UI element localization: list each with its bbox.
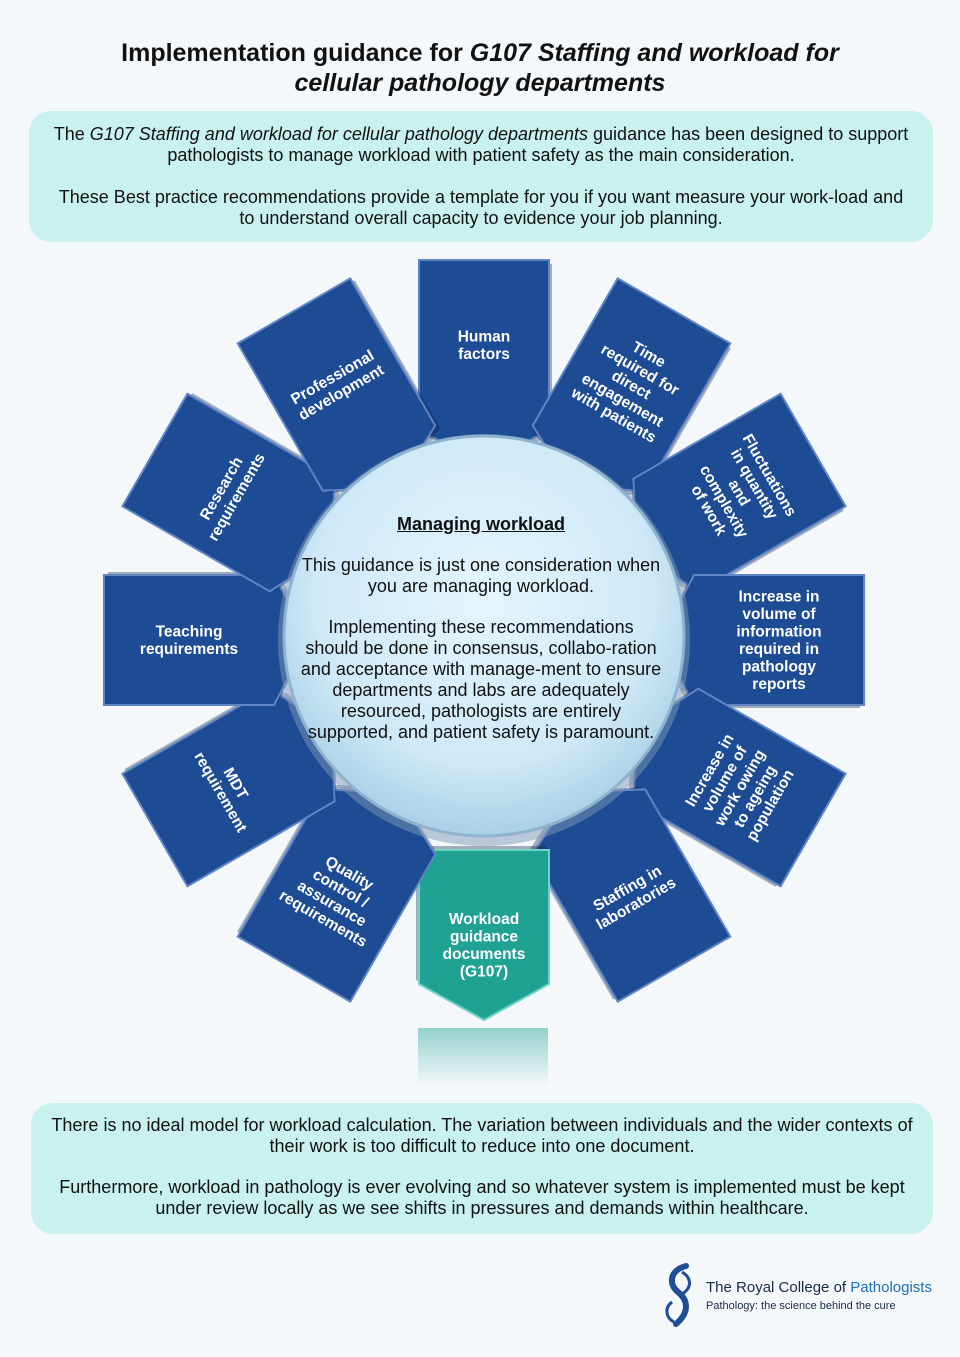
- closing-panel: There is no ideal model for workload cal…: [31, 1103, 933, 1234]
- center-circle: [282, 434, 686, 838]
- segment-label-line: pathology: [742, 659, 816, 676]
- segment-label-line: factors: [458, 346, 510, 363]
- closing-paragraph-2: Furthermore, workload in pathology is ev…: [59, 1177, 905, 1218]
- title-line2: cellular pathology departments: [294, 69, 666, 97]
- logo-brand-prefix: The Royal College of: [706, 1279, 851, 1296]
- segment-label-line: guidance: [450, 929, 518, 946]
- closing-paragraph-1: There is no ideal model for workload cal…: [51, 1115, 913, 1156]
- segment-workload-guidance: [416, 846, 550, 1022]
- segment-label-line: volume of: [742, 606, 816, 623]
- segment-label-line: required in: [739, 641, 819, 658]
- segment-teaching: [103, 572, 312, 706]
- intro-p1-before: The: [53, 124, 90, 144]
- logo-tagline: Pathology: the science behind the cure: [706, 1300, 896, 1312]
- rcpath-logo: The Royal College of Pathologists Pathol…: [660, 1262, 940, 1332]
- intro-paragraph-2: These Best practice recommendations prov…: [58, 187, 904, 228]
- segment-label-line: Teaching: [156, 624, 223, 641]
- segment-label-line: requirements: [140, 641, 238, 658]
- logo-brand: The Royal College of Pathologists: [706, 1279, 932, 1296]
- center-paragraph-1: This guidance is just one consideration …: [301, 555, 661, 596]
- segment-shape: [418, 849, 550, 1022]
- center-paragraph-2: Implementing these recommendations shoul…: [300, 617, 662, 742]
- segment-label-line: (G107): [460, 964, 508, 981]
- highlight-reflection: [418, 1028, 548, 1086]
- intro-paragraph-1: The G107 Staffing and workload for cellu…: [49, 124, 913, 166]
- center-text: Managing workload This guidance is just …: [300, 514, 662, 763]
- segment-label-line: Human: [458, 329, 511, 346]
- intro-p1-italic: G107 Staffing and workload for cellular …: [89, 124, 589, 144]
- segment-label-line: Increase in: [739, 589, 820, 606]
- title-part1: Implementation guidance for: [121, 39, 470, 67]
- intro-panel: The G107 Staffing and workload for cellu…: [29, 111, 933, 242]
- segment-info-reports: [656, 574, 865, 708]
- segment-label-line: documents: [443, 946, 526, 963]
- center-title: Managing workload: [396, 514, 565, 534]
- segment-label-line: information: [736, 624, 821, 641]
- title-part1-italic: G107 Staffing and workload for: [469, 39, 839, 67]
- logo-mark-icon: [665, 1263, 691, 1327]
- logo-brand-highlight: Pathologists: [850, 1279, 932, 1296]
- page-title: Implementation guidance for G107 Staffin…: [0, 38, 960, 98]
- segment-label-line: Workload: [449, 911, 519, 928]
- segments-layer: [103, 259, 865, 1022]
- segment-label-line: reports: [752, 676, 805, 693]
- intro-p1-after: guidance has been designed to support pa…: [167, 124, 909, 165]
